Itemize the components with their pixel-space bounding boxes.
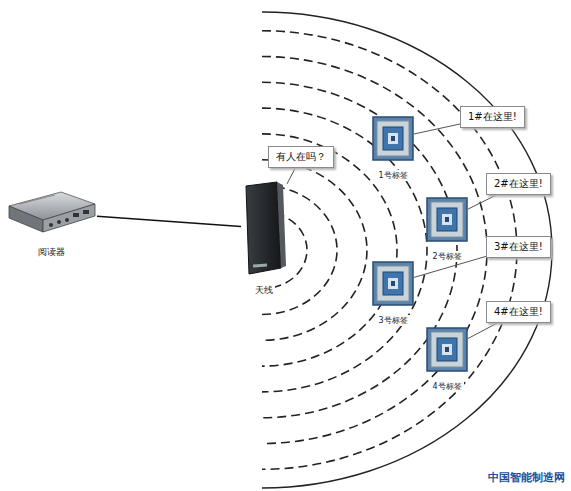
tag-shape [372,116,414,161]
callout-text: 2#在这里! [494,177,543,191]
reader-shape [5,188,97,238]
range-boundary [262,12,552,488]
speech-callout: 3#在这里! [486,236,551,258]
device-label: 1号标签 [376,170,409,181]
device-label: 天线 [253,284,275,297]
wave-arc [262,134,397,366]
label-row: 阅读器 [4,240,98,259]
wave-arc [262,31,517,470]
speech-callout: 1#在这里! [460,106,525,128]
callout-pointer [468,323,497,339]
callout-pointer [414,124,460,134]
device-label: 3号标签 [376,315,409,326]
tag-icon [372,261,414,306]
cable [97,216,241,226]
callout-pointer [468,195,496,209]
antenna-panel [241,180,287,276]
label-row: 3号标签 [366,308,420,327]
reader-device [5,188,97,238]
tag-shape [426,327,468,372]
device-label: 2号标签 [430,251,463,262]
tag-shape [426,197,468,242]
antenna-node: 天线 [238,180,290,297]
callout-text: 有人在吗？ [276,150,326,164]
tag-icon [426,197,468,242]
wave-arc [262,57,487,444]
callout-text: 4#在这里! [494,305,543,319]
label-row: 4号标签 [420,374,474,393]
device-label: 4号标签 [430,381,463,392]
label-row: 天线 [238,278,290,297]
device-label: 阅读器 [36,246,67,259]
tag-node: 4号标签 [420,327,474,393]
callout-text: 3#在这里! [494,240,543,254]
speech-callout: 4#在这里! [486,301,551,323]
label-row: 1号标签 [366,163,420,182]
reader-node: 阅读器 [4,188,98,259]
antenna-shape [241,180,287,276]
tag-shape [372,261,414,306]
tag-node: 1号标签 [366,116,420,182]
label-row: 2号标签 [420,244,474,263]
speech-callout: 2#在这里! [486,173,551,195]
tag-icon [372,116,414,161]
callout-text: 1#在这里! [468,110,517,124]
tag-node: 2号标签 [420,197,474,263]
wave-arc [262,108,427,392]
watermark: 中国智能制造网 [488,470,565,485]
tag-node: 3号标签 [366,261,420,327]
tag-icon [426,327,468,372]
speech-callout: 有人在吗？ [268,146,334,168]
callout-pointer [287,168,295,184]
